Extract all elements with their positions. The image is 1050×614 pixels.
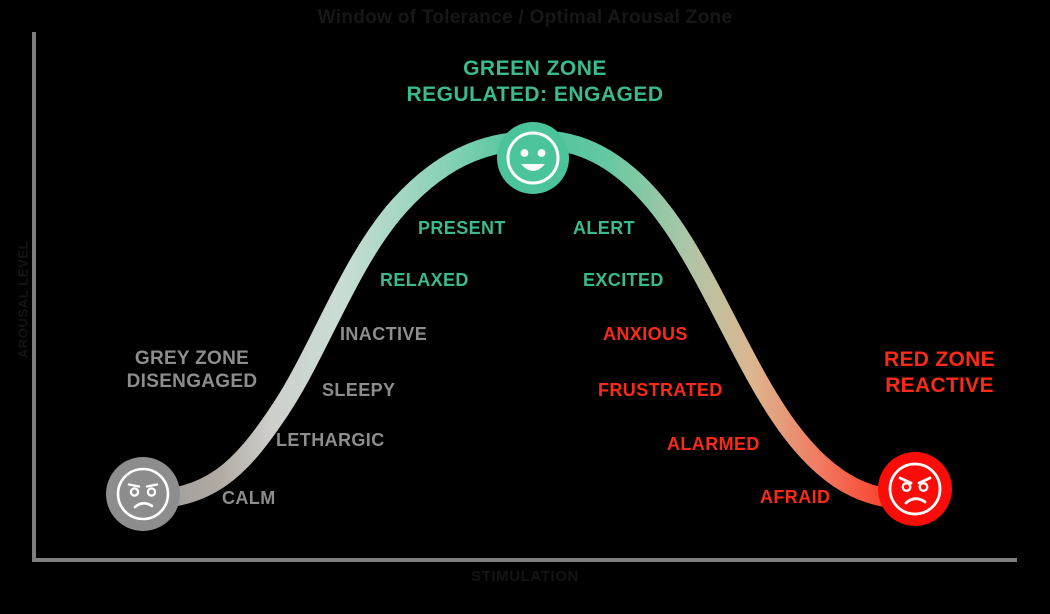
grey-zone-line1: GREY ZONE	[134, 348, 250, 369]
state-label-afraid: AFRAID	[760, 487, 831, 507]
zone-label-grey: GREY ZONE DISENGAGED	[92, 347, 292, 393]
zone-label-green: GREEN ZONE REGULATED: ENGAGED	[390, 56, 680, 107]
state-label-excited: EXCITED	[583, 270, 664, 290]
x-axis-line	[32, 558, 1017, 562]
red-zone-line1: RED ZONE	[884, 348, 995, 371]
state-label-lethargic: LETHARGIC	[276, 430, 385, 450]
zone-label-red: RED ZONE REACTIVE	[852, 347, 1027, 398]
chart-title: Window of Tolerance / Optimal Arousal Zo…	[317, 7, 733, 28]
state-label-inactive: INACTIVE	[340, 324, 428, 344]
state-label-relaxed: RELAXED	[380, 270, 469, 290]
state-label-present: PRESENT	[418, 218, 506, 238]
green-zone-line1: GREEN ZONE	[463, 57, 607, 80]
x-axis-title: STIMULATION	[471, 568, 579, 585]
state-label-frustrated: FRUSTRATED	[598, 380, 723, 400]
y-axis-line	[32, 32, 36, 562]
grey-zone-line2: DISENGAGED	[126, 371, 258, 393]
sad-face-icon	[106, 457, 180, 531]
green-zone-line2: REGULATED: ENGAGED	[406, 82, 664, 106]
state-label-alert: ALERT	[573, 218, 635, 238]
red-zone-line2: REACTIVE	[885, 373, 994, 397]
state-label-anxious: ANXIOUS	[603, 324, 688, 344]
state-label-alarmed: ALARMED	[667, 434, 760, 454]
state-label-sleepy: SLEEPY	[322, 380, 396, 400]
happy-face-icon	[497, 122, 569, 194]
angry-face-icon	[878, 452, 952, 526]
state-label-calm: CALM	[222, 488, 276, 508]
